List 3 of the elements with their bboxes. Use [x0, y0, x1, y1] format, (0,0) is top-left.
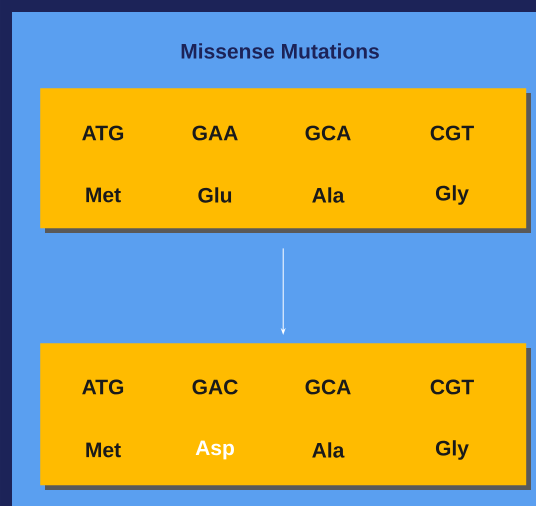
- title: Missense Mutations: [182, 43, 379, 59]
- codon-box: ATG GAA GCA CGT Met Glu Ala Gly: [40, 88, 531, 233]
- codon-box: ATG GAC GCA CGT Met Asp Ala Gly: [40, 343, 531, 490]
